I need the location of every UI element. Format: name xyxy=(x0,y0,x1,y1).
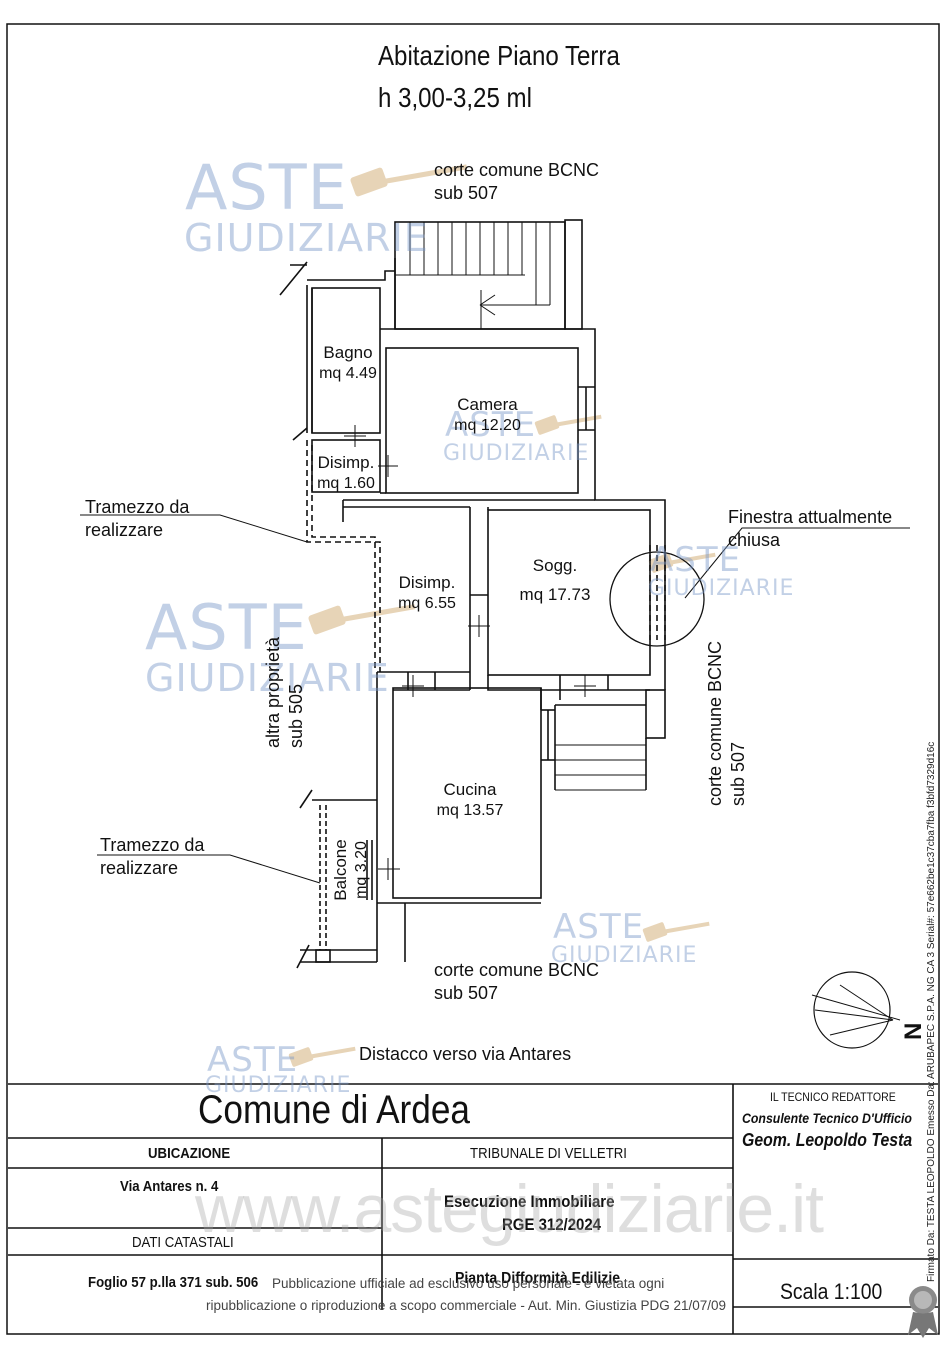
watermark-giudiziarie: GIUDIZIARIE xyxy=(184,216,429,260)
room-soggiorno: Sogg.mq 17.73 xyxy=(519,556,591,604)
seal-icon xyxy=(908,1286,938,1338)
watermark-giudiziarie: GIUDIZIARIE xyxy=(648,576,795,601)
footer-notice-line2: ripubblicazione o riproduzione a scopo c… xyxy=(206,1298,727,1313)
watermark-giudiziarie: GIUDIZIARIE xyxy=(551,943,698,968)
ubicazione-value: Via Antares n. 4 xyxy=(120,1178,219,1195)
esecuzione-label: Esecuzione Immobiliare xyxy=(444,1192,615,1211)
north-label: N xyxy=(900,1022,927,1040)
watermark-aste: ASTE xyxy=(185,151,348,224)
drawing-title: Abitazione Piano Terra xyxy=(378,40,620,71)
watermark-giudiziarie: GIUDIZIARIE xyxy=(145,656,390,700)
label-distacco: Distacco verso via Antares xyxy=(359,1044,572,1064)
room-disimp-small: Disimp.mq 1.60 xyxy=(317,453,375,492)
scala-label: Scala 1:100 xyxy=(780,1279,883,1304)
comune-title: Comune di Ardea xyxy=(198,1088,471,1132)
watermark-aste: ASTE xyxy=(445,405,537,445)
watermark-site: www.astegiudiziarie.it xyxy=(195,1171,824,1247)
watermark-aste: ASTE xyxy=(145,591,308,664)
dati-catastali-value: Foglio 57 p.lla 371 sub. 506 xyxy=(88,1274,259,1291)
tecnico-label: IL TECNICO REDATTORE xyxy=(770,1090,896,1104)
watermark-aste: ASTE xyxy=(650,540,742,580)
tribunale-label: TRIBUNALE DI VELLETRI xyxy=(470,1145,627,1162)
watermark-aste: ASTE xyxy=(553,907,645,947)
drawing-height: h 3,00-3,25 ml xyxy=(378,82,532,113)
gavel-icon xyxy=(288,164,716,1067)
geometra-name: Geom. Leopoldo Testa xyxy=(742,1130,913,1150)
pianta-label: Pianta Difformità Edilizie xyxy=(455,1270,621,1287)
room-disimp-large: Disimp.mq 6.55 xyxy=(398,573,456,612)
watermark-giudiziarie: GIUDIZIARIE xyxy=(443,441,590,466)
watermark-aste: ASTE xyxy=(207,1040,299,1080)
ubicazione-label: UBICAZIONE xyxy=(148,1145,231,1162)
rge-number: RGE 312/2024 xyxy=(502,1215,601,1234)
footer-notice-line1: Pubblicazione ufficiale ad esclusivo uso… xyxy=(272,1276,665,1291)
digital-signature: Firmato Da: TESTA LEOPOLDO Emesso Da: AR… xyxy=(926,741,937,1282)
dati-catastali-label: DATI CATASTALI xyxy=(132,1234,234,1251)
watermark-giudiziarie: GIUDIZIARIE xyxy=(205,1073,352,1098)
consulente-label: Consulente Tecnico D'Ufficio xyxy=(742,1110,912,1126)
